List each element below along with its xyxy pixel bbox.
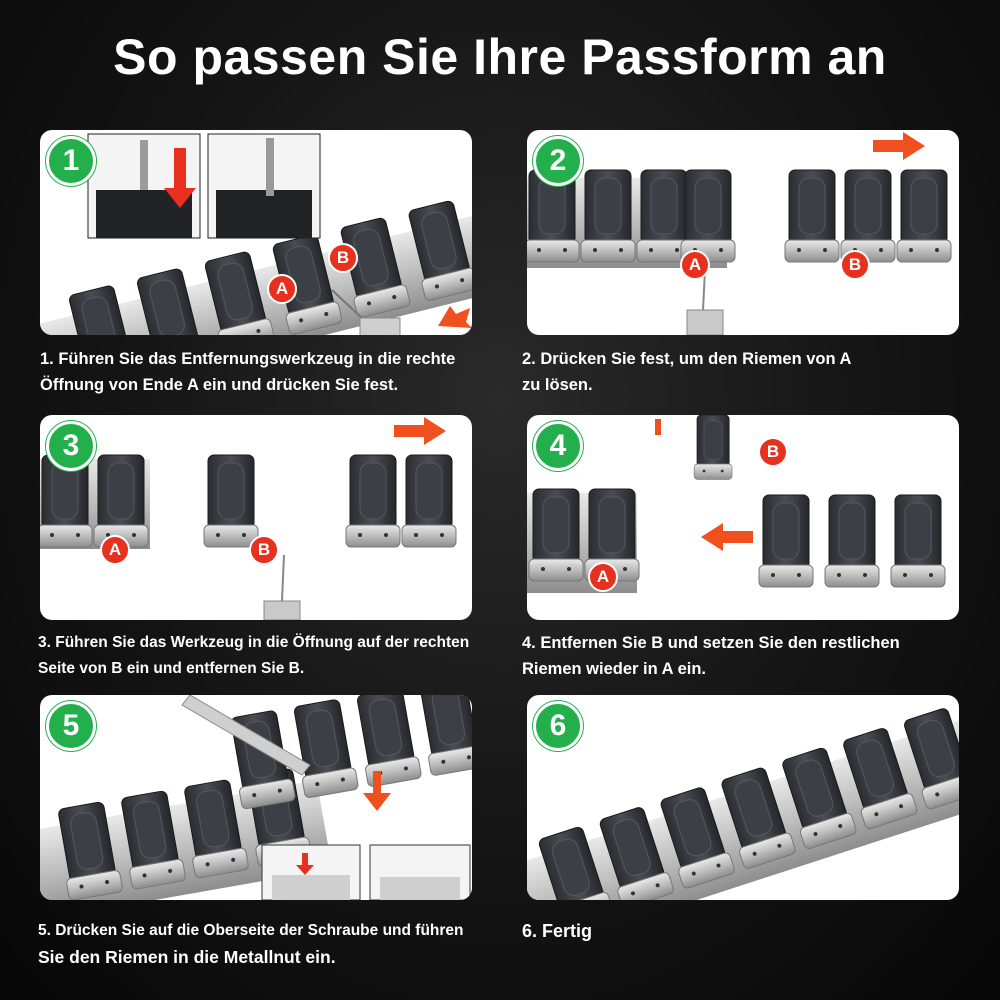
step-2-caption: 2. Drücken Sie fest, um den Riemen von A… bbox=[522, 346, 992, 398]
step-3-panel: 3 bbox=[40, 415, 472, 620]
step-3-caption-line1: 3. Führen Sie das Werkzeug in die Öffnun… bbox=[38, 634, 470, 651]
step-2-caption-line2: zu lösen. bbox=[522, 376, 593, 394]
step-number-badge: 2 bbox=[533, 136, 583, 186]
step-5-caption-line1: 5. Drücken Sie auf die Oberseite der Sch… bbox=[38, 922, 464, 939]
step-3-caption: 3. Führen Sie das Werkzeug in die Öffnun… bbox=[38, 630, 508, 682]
step-4-caption-line1: 4. Entfernen Sie B und setzen Sie den re… bbox=[522, 634, 900, 652]
step-number-badge: 3 bbox=[46, 421, 96, 471]
step-6-caption-line1: 6. Fertig bbox=[522, 921, 593, 941]
step-number-badge: 4 bbox=[533, 421, 583, 471]
marker-b: B bbox=[328, 243, 358, 273]
step-5-caption-line2: Sie den Riemen in die Metallnut ein. bbox=[38, 947, 336, 967]
marker-a: A bbox=[100, 535, 130, 565]
step-4-panel: 4 bbox=[527, 415, 959, 620]
step-5-caption: 5. Drücken Sie auf die Oberseite der Sch… bbox=[38, 918, 508, 970]
step-1-caption-line1: 1. Führen Sie das Entfernungswerkzeug in… bbox=[40, 350, 456, 368]
marker-a: A bbox=[680, 250, 710, 280]
marker-a: A bbox=[267, 274, 297, 304]
step-number-badge: 6 bbox=[533, 701, 583, 751]
step-1-illustration bbox=[40, 133, 472, 335]
step-number-badge: 1 bbox=[46, 136, 96, 186]
step-1-panel: 1 bbox=[40, 130, 472, 335]
step-number-badge: 5 bbox=[46, 701, 96, 751]
step-6-illustration bbox=[527, 703, 959, 900]
step-2-illustration bbox=[527, 132, 952, 335]
step-6-panel: 6 bbox=[527, 695, 959, 900]
step-4-caption-line2: Riemen wieder in A ein. bbox=[522, 660, 706, 678]
step-3-caption-line2: Seite von B ein und entfernen Sie B. bbox=[38, 660, 305, 677]
step-3-illustration bbox=[40, 417, 457, 620]
step-6-caption: 6. Fertig bbox=[522, 918, 992, 944]
marker-b: B bbox=[840, 250, 870, 280]
step-1-caption-line2: Öffnung von Ende A ein und drücken Sie f… bbox=[40, 376, 399, 394]
marker-b: B bbox=[758, 437, 788, 467]
step-1-caption: 1. Führen Sie das Entfernungswerkzeug in… bbox=[40, 346, 510, 398]
marker-a: A bbox=[588, 562, 618, 592]
step-2-panel: 2 bbox=[527, 130, 959, 335]
marker-b: B bbox=[249, 535, 279, 565]
page-title: So passen Sie Ihre Passform an bbox=[113, 29, 887, 85]
step-4-illustration bbox=[527, 415, 946, 593]
step-2-caption-line1: 2. Drücken Sie fest, um den Riemen von A bbox=[522, 350, 852, 368]
step-5-illustration bbox=[40, 695, 472, 900]
step-5-panel: 5 bbox=[40, 695, 472, 900]
step-4-caption: 4. Entfernen Sie B und setzen Sie den re… bbox=[522, 630, 992, 682]
